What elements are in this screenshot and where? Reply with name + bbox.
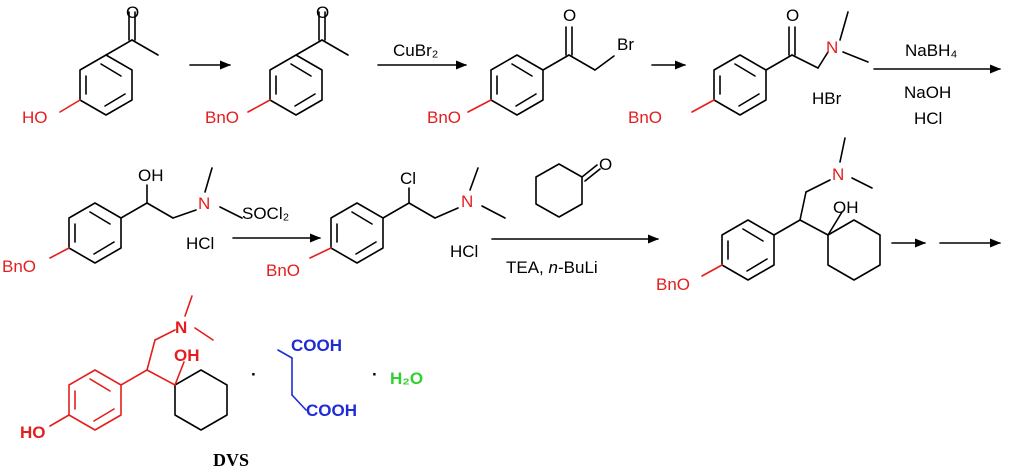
compound-5-bno-label: BnO bbox=[2, 257, 36, 276]
compound-6-n-label: N bbox=[461, 192, 473, 211]
compound-5-hcl-label: HCl bbox=[186, 234, 214, 253]
reagent-nabh4: NaBH₄ bbox=[905, 41, 957, 60]
compound-1-carbonyl-o: O bbox=[126, 3, 139, 22]
compound-4-aminoketone-hbr: O N HBr BnO bbox=[628, 6, 869, 127]
compound-6-hcl-label: HCl bbox=[450, 242, 478, 261]
reagent-naoh: NaOH bbox=[904, 83, 951, 102]
reagent-hcl-1: HCl bbox=[914, 109, 942, 128]
compound-3-bno-label: BnO bbox=[427, 108, 461, 127]
compound-4-hbr-label: HBr bbox=[812, 89, 842, 108]
dvs-name-label: DVS bbox=[213, 450, 249, 470]
reagent-cubr2: CuBr₂ bbox=[393, 41, 438, 60]
dvs-ho-label: HO bbox=[20, 423, 46, 442]
compound-7-bno-label: BnO bbox=[656, 275, 690, 294]
compound-3-carbonyl-o: O bbox=[563, 6, 576, 25]
compound-2-benzyloxyacetophenone: O BnO bbox=[205, 3, 349, 127]
dvs-oh-label: OH bbox=[174, 346, 200, 365]
compound-6-chloroamine-hcl: Cl N HCl BnO bbox=[266, 167, 506, 280]
dvs-dot-2: · bbox=[372, 365, 378, 384]
compound-4-bno-label: BnO bbox=[628, 108, 662, 127]
succinic-cooh-top: COOH bbox=[291, 336, 342, 355]
compound-1-ho-label: HO bbox=[22, 108, 48, 127]
reagent-socl2: SOCl₂ bbox=[242, 204, 289, 223]
compound-6-bno-label: BnO bbox=[266, 261, 300, 280]
compound-7-oh-label: OH bbox=[833, 198, 859, 217]
compound-3-br-label: Br bbox=[617, 35, 634, 54]
compound-1-hydroxyacetophenone: O HO bbox=[22, 3, 159, 127]
compound-4-n-label: N bbox=[826, 38, 838, 57]
compound-2-bno-label: BnO bbox=[205, 108, 239, 127]
cyclohexanone-o-label: O bbox=[599, 155, 612, 174]
dvs-dot-1: · bbox=[251, 365, 257, 384]
reagent-cyclohexanone: O bbox=[535, 155, 612, 218]
compound-dvs: N OH HO · COOH COOH · H₂O DVS bbox=[20, 295, 423, 470]
compound-6-cl-label: Cl bbox=[400, 169, 416, 188]
compound-5-n-label: N bbox=[198, 194, 210, 213]
compound-7-n-label: N bbox=[832, 165, 844, 184]
compound-5-aminoalcohol-hcl: OH N HCl BnO bbox=[2, 166, 243, 276]
compound-5-oh-label: OH bbox=[138, 166, 164, 185]
dvs-water-label: H₂O bbox=[390, 369, 423, 388]
succinic-cooh-bottom: COOH bbox=[306, 401, 357, 420]
compound-4-carbonyl-o: O bbox=[786, 6, 799, 25]
reagent-tea-nbuli: TEA, n-BuLi bbox=[506, 258, 598, 277]
compound-3-bromoketone: O Br BnO bbox=[427, 6, 634, 127]
dvs-n-label: N bbox=[175, 318, 187, 337]
compound-7-benzyl-alcohol-amine: N OH BnO bbox=[656, 137, 881, 294]
compound-2-carbonyl-o: O bbox=[316, 3, 329, 22]
